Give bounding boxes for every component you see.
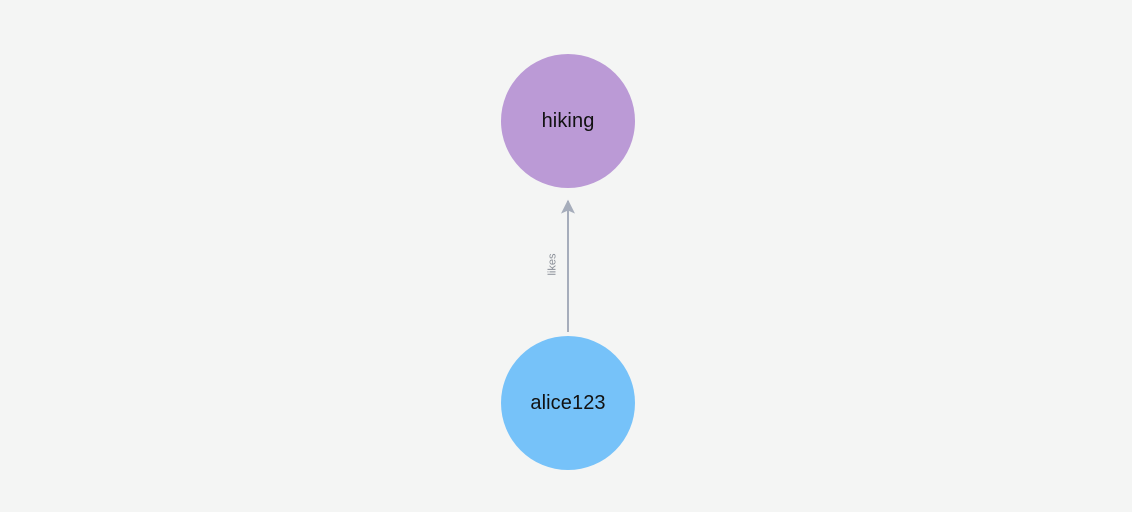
node-label-hiking: hiking <box>541 110 595 132</box>
node-label-alice123: alice123 <box>530 392 606 414</box>
node-hiking[interactable]: hiking <box>501 54 635 188</box>
edge-label-likes: likes <box>546 253 559 276</box>
node-alice123[interactable]: alice123 <box>501 336 635 470</box>
